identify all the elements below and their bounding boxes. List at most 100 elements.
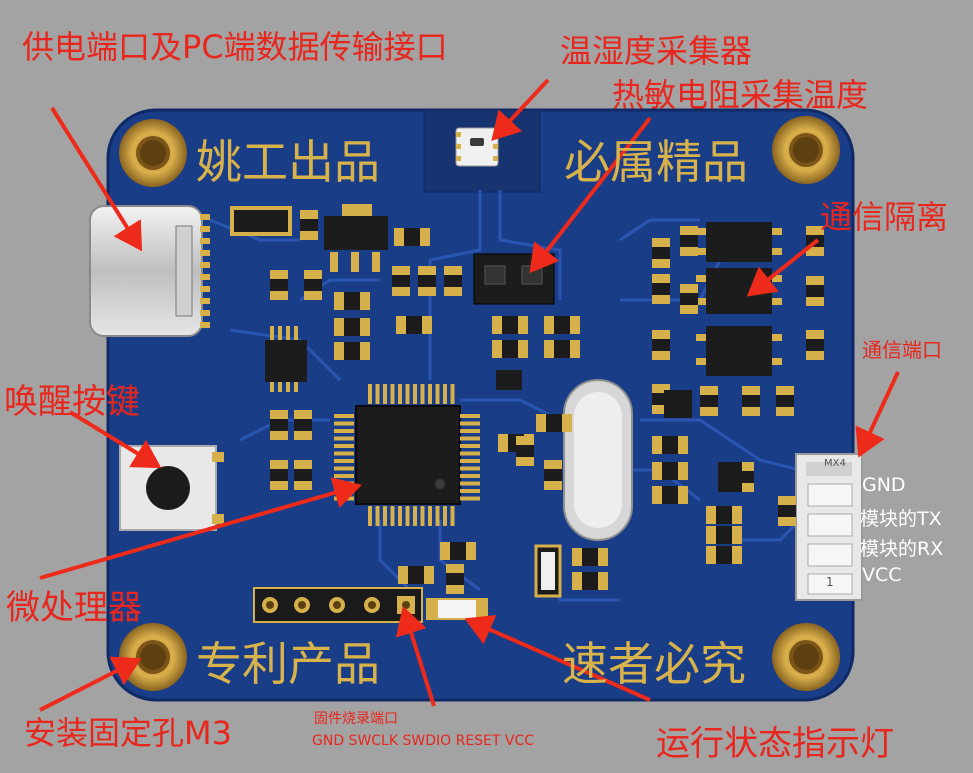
passive-pad (806, 351, 824, 360)
passive-pad (544, 481, 562, 490)
passive-pad (806, 247, 824, 256)
passive-pad (806, 330, 824, 339)
passive-pad (270, 291, 288, 300)
passive-pad (806, 226, 824, 235)
passive-pad (732, 526, 742, 544)
passive-pad (440, 542, 450, 560)
mcu-pin (420, 506, 425, 526)
mcu-pin (413, 506, 417, 526)
passive-pad (806, 276, 824, 285)
silk-top-left: 姚工出品 (196, 135, 380, 189)
passive-pad (444, 287, 462, 296)
mcu-pin (398, 384, 402, 404)
mount-hole-tl (119, 119, 187, 187)
label-mount-hole: 安装固定孔M3 (24, 714, 232, 752)
arrow-sensor (491, 78, 550, 141)
silk-bottom-left: 专利产品 (196, 637, 380, 691)
mcu-pin (460, 481, 480, 486)
mcu-pin (398, 506, 402, 526)
sot-body (664, 390, 692, 418)
mount-hole-bl (119, 623, 187, 691)
arrow-isolation (746, 238, 820, 297)
connector-pin-tx: 模块的TX (860, 508, 942, 530)
passive-pad (652, 274, 670, 283)
passive-pad (294, 460, 312, 469)
passive-pad (418, 266, 436, 275)
mcu-pin (428, 506, 432, 526)
mcu-pin (405, 384, 410, 404)
passive-pad (270, 270, 288, 279)
passive-pad (680, 226, 698, 235)
mcu-pin (460, 466, 480, 471)
passive-pad (270, 460, 288, 469)
mcu-pin (413, 384, 417, 404)
passive-pad (732, 546, 742, 564)
passive-pad (678, 462, 688, 480)
mcu-pin (460, 474, 480, 478)
passive-pad (334, 342, 344, 360)
passive-pad (652, 238, 670, 247)
passive-pad (424, 566, 434, 584)
mount-hole-br (772, 623, 840, 691)
passive-pad (652, 330, 670, 339)
passive-pad (444, 266, 462, 275)
passive-pad (516, 436, 534, 445)
arrow-thermistor (529, 116, 652, 274)
passive-pad (536, 414, 546, 432)
label-mcu: 微处理器 (6, 588, 142, 628)
arrow-led (464, 615, 651, 702)
arrow-wake (68, 410, 162, 469)
passive-pad (392, 266, 410, 275)
passive-pad (598, 548, 608, 566)
passive-pad (776, 407, 794, 416)
passive-pad (570, 340, 580, 358)
mcu-pin (460, 436, 480, 441)
passive-pad (680, 247, 698, 256)
passive-pad (680, 284, 698, 293)
passive-pad (652, 486, 662, 504)
mcu-pin (428, 384, 432, 404)
passive-pad (422, 316, 432, 334)
passive-pad (652, 384, 670, 393)
mcu-pin (334, 451, 354, 456)
mcu-pin (334, 436, 354, 441)
wake-button-switch (119, 445, 224, 531)
connector-pin-rx: 模块的RX (860, 538, 944, 560)
passive-pad (518, 316, 528, 334)
mcu-pin (450, 384, 455, 404)
status-led (426, 598, 488, 620)
small-ic (265, 326, 307, 392)
mcu-pin (390, 506, 395, 526)
mcu-pin (383, 384, 387, 404)
sot-body (496, 370, 522, 390)
passive-pad (270, 431, 288, 440)
mcu-pin (435, 384, 440, 404)
mcu-pin (460, 489, 480, 493)
passive-pad (392, 287, 410, 296)
arrow-power-port (50, 106, 143, 252)
passive-pad (572, 548, 582, 566)
passive-pad (736, 483, 754, 492)
passive-pad (652, 351, 670, 360)
mcu-pin (368, 384, 372, 404)
swd-header (253, 587, 423, 623)
mcu-pin (450, 506, 455, 526)
passive-pad (446, 564, 464, 573)
passive-pad (334, 292, 344, 310)
passive-pad (652, 405, 670, 414)
passive-pad (806, 297, 824, 306)
mcu-pin (460, 429, 480, 433)
passive-pad (334, 318, 344, 336)
passive-pad (294, 410, 312, 419)
mcu-pin (420, 384, 425, 404)
passive-pad (700, 407, 718, 416)
passive-pad (742, 386, 760, 395)
passive-pad (270, 481, 288, 490)
passive-pad (562, 414, 572, 432)
passive-pad (418, 287, 436, 296)
capacitor-tall-inner (541, 552, 555, 590)
passive-pad (446, 585, 464, 594)
passive-pad (742, 407, 760, 416)
mcu-pin (334, 421, 354, 426)
